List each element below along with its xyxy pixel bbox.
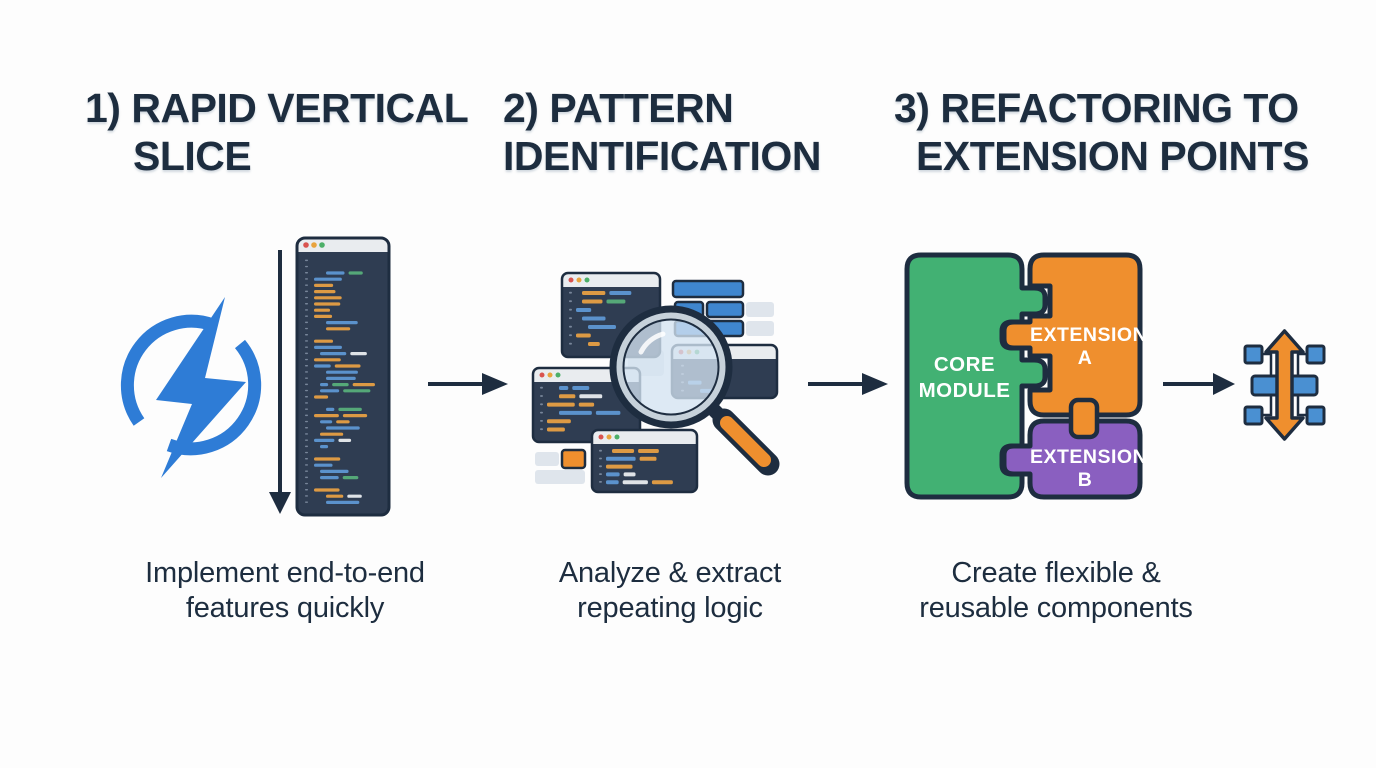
step3-caption: Create flexible & reusable components (919, 557, 1193, 624)
ghost-block (535, 470, 585, 484)
step3-title: 3) REFACTORING TO EXTENSION POINTS (894, 85, 1309, 179)
code-editor-window-icon (295, 236, 391, 517)
puzzle-connector-knob (1068, 397, 1100, 440)
node-square (1243, 344, 1264, 365)
flow-arrow-1-icon (428, 373, 508, 395)
traffic-red-dot (303, 242, 309, 248)
traffic-yellow-dot (311, 242, 317, 248)
node-square (1243, 405, 1264, 426)
orange-block (560, 448, 587, 470)
puzzle-core-piece (904, 252, 1048, 500)
traffic-green-dot (319, 242, 325, 248)
puzzle-extension-b-piece (1001, 418, 1143, 500)
step1-caption: Implement end-to-end features quickly (145, 557, 425, 624)
flow-arrow-3-icon (1163, 373, 1235, 395)
node-square (1305, 405, 1326, 426)
step2-caption: Analyze & extract repeating logic (558, 557, 782, 624)
down-arrow-icon (269, 250, 291, 514)
extension-a-label: EXTENSION A (1030, 324, 1148, 369)
step2-illustration (531, 271, 780, 494)
code-lines (305, 259, 375, 504)
lightning-circle-icon (120, 297, 262, 478)
puzzle-extension-a-piece (1001, 252, 1143, 418)
flow-arrow-2-icon (808, 373, 888, 395)
magnifier-icon (609, 305, 780, 476)
core-module-label: CORE MODULE (918, 353, 1011, 402)
node-square (1305, 344, 1326, 365)
step1-title: 1) RAPID VERTICAL SLICE (85, 85, 469, 179)
extension-b-label: EXTENSION B (1030, 446, 1148, 491)
step2-title: 2) PATTERN IDENTIFICATION (503, 85, 821, 179)
puzzle-pieces-icon (904, 252, 1143, 500)
code-window (590, 428, 699, 494)
vertical-double-arrow-icon (1264, 329, 1305, 441)
ghost-block (535, 452, 559, 466)
component-hub-icon (1163, 329, 1326, 441)
step1-illustration (120, 236, 391, 517)
